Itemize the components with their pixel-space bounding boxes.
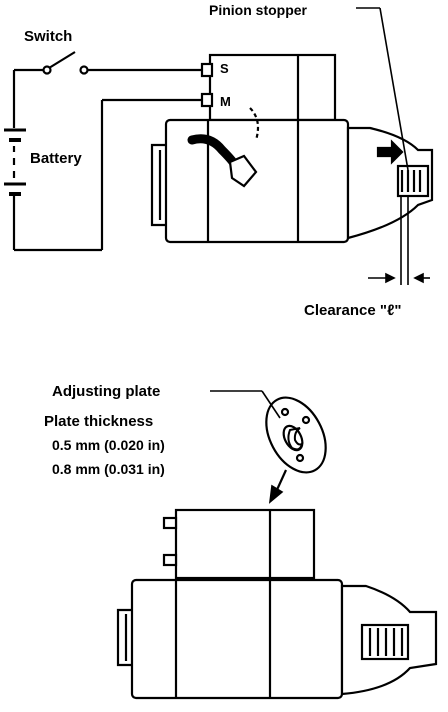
plate-thickness-label: Plate thickness: [44, 413, 153, 430]
pinion-stopper-leader: [356, 7, 430, 285]
wiring-circuit: [4, 51, 202, 252]
battery-label: Battery: [30, 150, 82, 167]
solenoid: [200, 53, 337, 122]
switch-label: Switch: [24, 28, 72, 45]
adjusting-plate-label: Adjusting plate: [52, 383, 160, 400]
terminal-m-label: M: [220, 94, 231, 109]
pinion-stopper-label: Pinion stopper: [209, 2, 308, 18]
solenoid-bottom: [162, 508, 316, 580]
starter-motor-top: [150, 107, 434, 244]
adjusting-plate: [265, 396, 327, 474]
thickness-option-2: 0.8 mm (0.031 in): [52, 461, 165, 477]
clearance-label: Clearance "ℓ": [304, 302, 401, 319]
adjusting-plate-leader: [210, 390, 288, 504]
starter-motor-bottom: [116, 578, 438, 700]
terminal-s-label: S: [220, 61, 229, 76]
thickness-option-1: 0.5 mm (0.020 in): [52, 437, 165, 453]
